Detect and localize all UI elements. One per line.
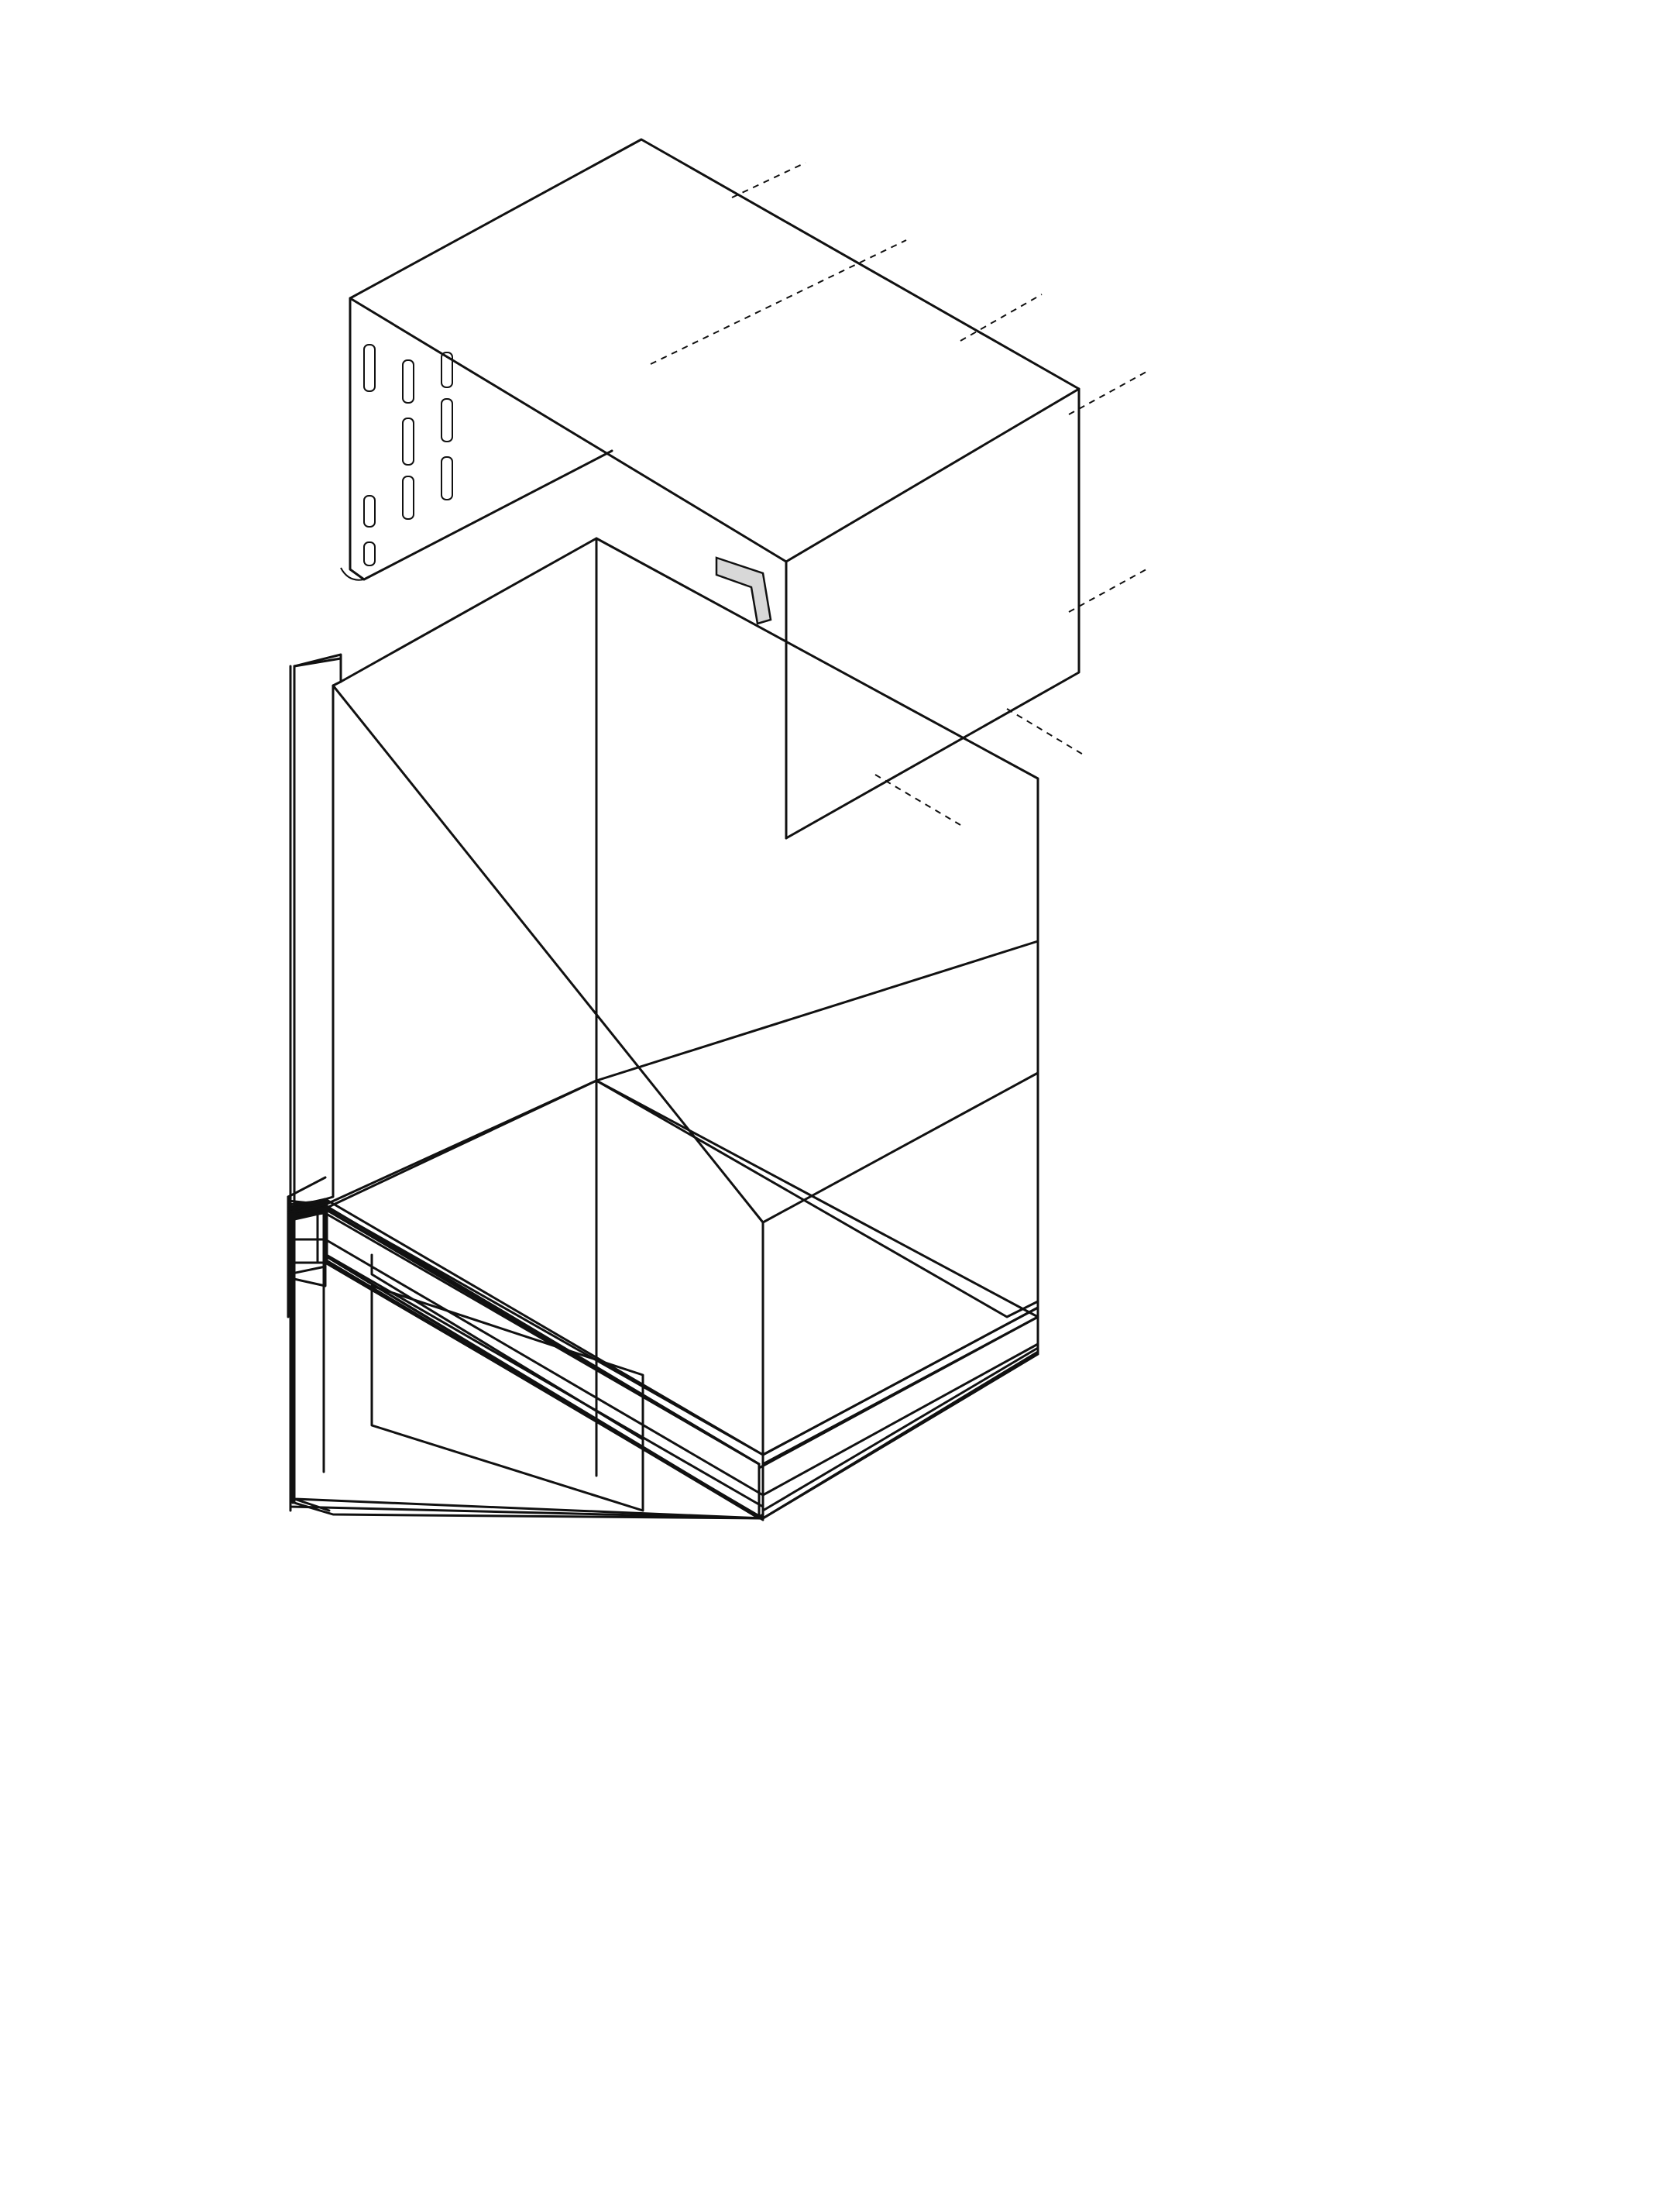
cavity-large: [287, 1079, 1039, 1520]
oven-cavity-large-iso: [297, 1201, 321, 1210]
cavity-readable: [324, 1211, 764, 1520]
cavity-large-body: [290, 1211, 327, 1222]
cavity-assembly: [293, 1203, 321, 1500]
oven-cavity: [287, 940, 1039, 1520]
oven-cavity-structural: [293, 537, 1039, 1520]
oven-cavity-visible: [293, 1201, 318, 1500]
cabinet-bracket: [715, 556, 772, 625]
oven-cavity-use: [289, 1209, 764, 1520]
clean-cavity: [287, 940, 1039, 1520]
oven-cavity-box: [293, 1203, 325, 1214]
oven-cavity-isometric-clean: [293, 1207, 764, 1520]
outer-cabinet: [340, 138, 1147, 840]
